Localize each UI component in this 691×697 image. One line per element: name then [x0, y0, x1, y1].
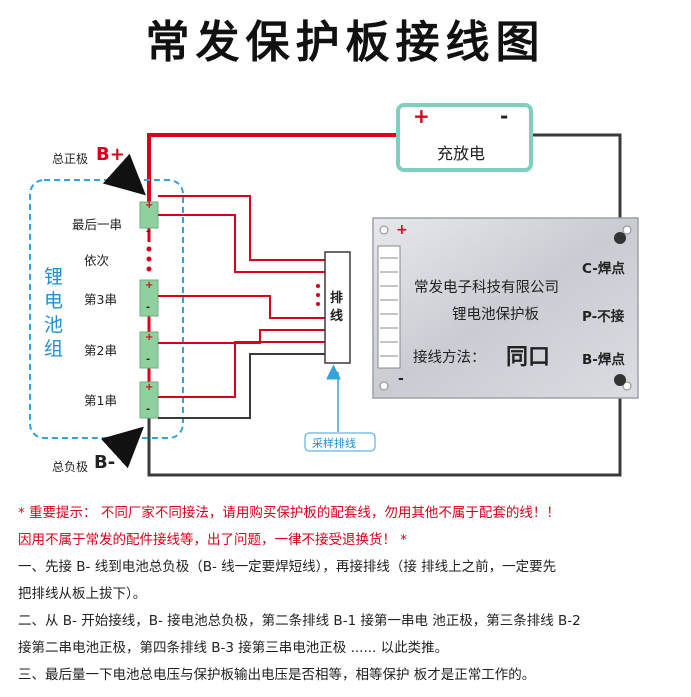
b-minus-wire [147, 380, 622, 477]
cell2-label: 第2串 [84, 343, 117, 358]
cell3-minus: - [146, 302, 151, 313]
charger-plus: + [413, 104, 430, 128]
step-2-line-2: 接第二串电池正极，第四条排线 B-3 接第三串电池正极 ...... 以此类推。 [18, 640, 449, 656]
step-1-line-2: 把排线从板上拔下）。 [18, 586, 147, 602]
cell-2 [139, 331, 159, 369]
page-title: 常发保护板接线图 [145, 17, 546, 68]
step-2-line-1: 二、从 B- 开始接线，B- 接电池总负极，第二条排线 B-1 接第一串电 池正… [18, 613, 581, 629]
and-so-on-label: 依次 [84, 253, 110, 268]
last-cell-label: 最后一串 [72, 217, 123, 232]
total-negative-label: 总负极 [52, 460, 89, 474]
b-minus-label: B- [94, 452, 116, 473]
b-plus-label: B+ [96, 144, 125, 165]
p-pad-label: P-不接 [582, 309, 625, 325]
cell-last-plus: + [145, 200, 154, 211]
board-name: 锂电池保护板 [452, 307, 539, 323]
step-1-line-1: 一、先接 B- 线到电池总负极（B- 线一定要焊短线），再接排线（接 排线上之前… [18, 559, 557, 575]
board-plus: + [396, 222, 408, 238]
cell-last-minus: - [146, 226, 151, 237]
harness-label: 排线 [330, 291, 344, 324]
b-plus-wire [147, 133, 410, 205]
c-pad-label: C-焊点 [582, 261, 625, 277]
b-pad-dot [614, 374, 626, 386]
cell-1 [139, 381, 159, 419]
cell-3 [139, 279, 159, 317]
cell1-plus: + [145, 382, 154, 393]
charger-minus: - [500, 104, 509, 128]
wiring-method-value: 同口 [506, 345, 551, 370]
step-3-line-1: 三、最后量一下电池总电压与保护板输出电压是否相等，相等保护 板才是正常工作的。 [18, 667, 536, 683]
c-pad-dot [614, 232, 626, 244]
warning-line-2: 因用不属于常发的配件接线等，出了问题，一律不接受退换货！ * [18, 532, 408, 548]
wiring-diagram [29, 103, 639, 477]
board-company: 常发电子科技有限公司 [414, 280, 559, 296]
sample-harness-tag [304, 432, 376, 452]
protection-board [372, 217, 639, 399]
total-positive-label: 总正极 [52, 152, 89, 166]
warning-line-1: * 重要提示： 不同厂家不同接法，请用购买保护板的配套线，勿用其他不属于配套的线… [18, 505, 560, 521]
battery-pack-label: 锂电池组 [44, 266, 64, 360]
cell2-minus: - [146, 354, 151, 365]
wiring-notes: * 重要提示： 不同厂家不同接法，请用购买保护板的配套线，勿用其他不属于配套的线… [18, 500, 678, 689]
cell3-plus: + [145, 280, 154, 291]
board-harness-port [377, 245, 401, 369]
c-minus-wire [522, 133, 622, 238]
charger-label: 充放电 [437, 144, 486, 163]
cell1-label: 第1串 [84, 393, 117, 408]
board-minus: - [398, 371, 404, 387]
cell1-minus: - [146, 404, 151, 415]
charger-box [396, 103, 533, 172]
wiring-method-label: 接线方法： [413, 350, 486, 366]
b-pad-label: B-焊点 [582, 352, 625, 368]
cell3-label: 第3串 [84, 292, 117, 307]
cell2-plus: + [145, 332, 154, 343]
harness-connector [324, 251, 351, 364]
sample-harness-label: 采样排线 [312, 437, 356, 450]
